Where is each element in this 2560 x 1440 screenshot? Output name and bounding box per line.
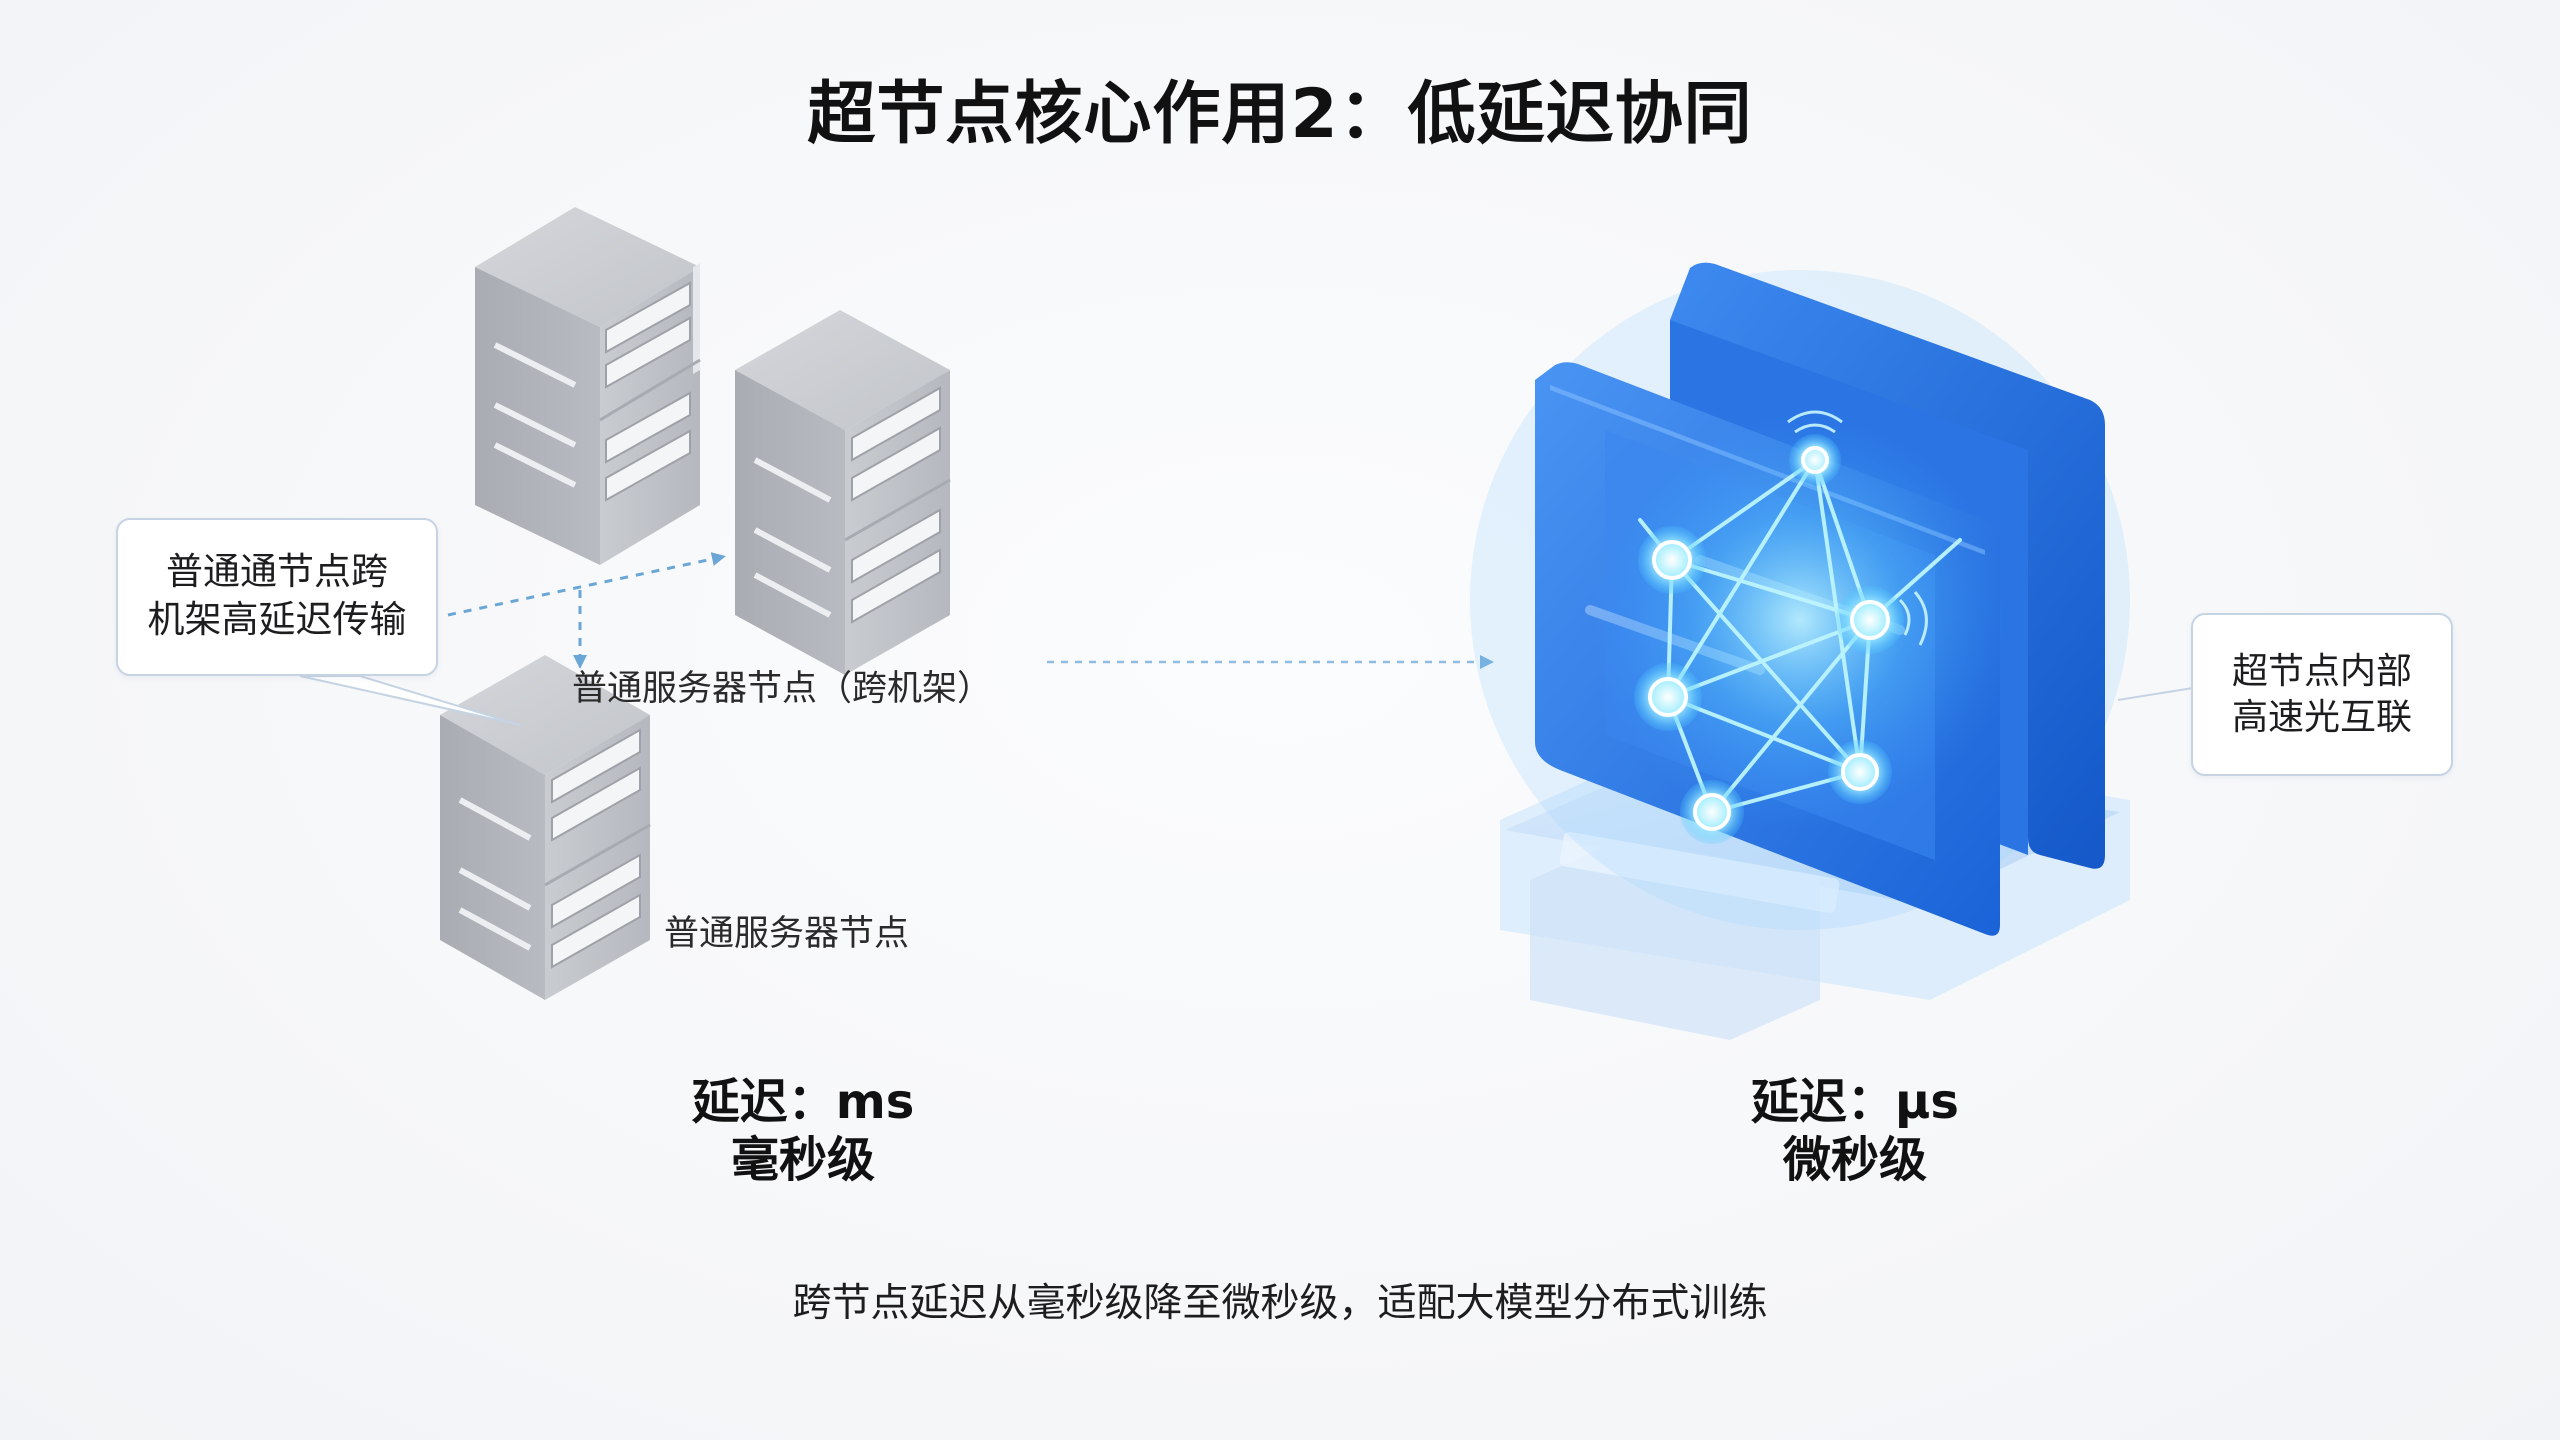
right-latency-value: 延迟：µs xyxy=(1751,1074,1959,1130)
bottom-caption: 跨节点延迟从毫秒级降至微秒级，适配大模型分布式训练 xyxy=(792,1281,1768,1326)
network-glow-icon xyxy=(1634,410,1962,844)
server-icon xyxy=(475,207,701,565)
dashed-arrow-icon xyxy=(447,552,726,669)
supernode-icon xyxy=(1470,262,2130,1040)
right-latency: 延迟：µs 微秒级 xyxy=(1700,1073,2010,1189)
left-latency: 延迟：ms 毫秒级 xyxy=(648,1073,958,1189)
callout-pointer xyxy=(2117,687,2194,701)
right-callout: 超节点内部 高速光互联 xyxy=(2191,613,2453,776)
right-latency-unit: 微秒级 xyxy=(1782,1132,1927,1188)
server-icon xyxy=(735,310,951,675)
left-callout-line-1: 普通通节点跨 xyxy=(166,550,388,593)
callout-pointer xyxy=(299,675,521,726)
server-node-label: 普通服务器节点 xyxy=(664,914,910,954)
page-title: 超节点核心作用2：低延迟协同 xyxy=(807,75,1753,154)
left-callout-line-2: 机架高延迟传输 xyxy=(147,598,407,641)
rack-server-label: 普通服务器节点（跨机架） xyxy=(572,669,993,709)
server-icon xyxy=(440,655,651,1000)
left-callout: 普通通节点跨 机架高延迟传输 xyxy=(116,518,438,676)
left-latency-unit: 毫秒级 xyxy=(730,1132,875,1188)
left-latency-value: 延迟：ms xyxy=(691,1074,915,1130)
right-callout-line-1: 超节点内部 xyxy=(2231,651,2412,692)
right-callout-line-2: 高速光互联 xyxy=(2231,697,2412,738)
